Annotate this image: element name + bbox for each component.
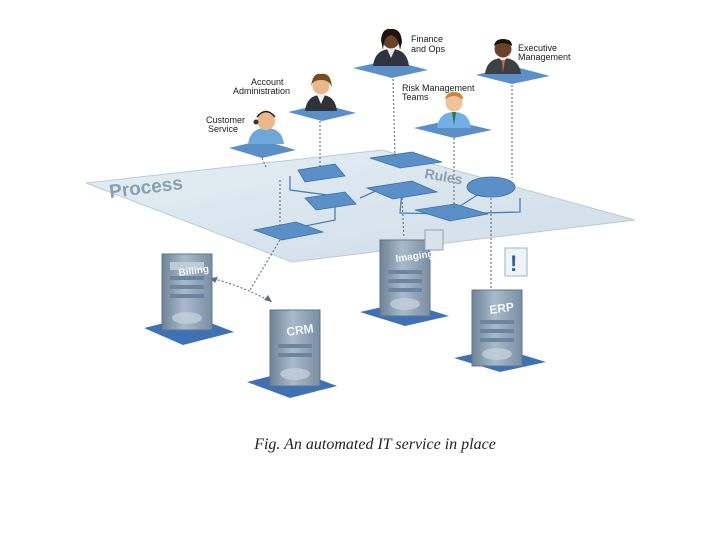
system-label-crm: CRM	[285, 321, 314, 339]
system-label-erp: ERP	[488, 300, 514, 317]
role-platforms	[229, 60, 550, 158]
role-labels: Customer Service Account Administration …	[206, 34, 571, 134]
process-node	[365, 180, 439, 200]
role-connectors	[261, 78, 513, 208]
process-node	[304, 191, 357, 211]
server-crm	[269, 309, 321, 387]
svg-text:!: !	[510, 251, 517, 276]
system-label-imaging: Imaging	[395, 249, 435, 265]
server-billing	[161, 253, 213, 331]
process-node-decision	[466, 176, 516, 198]
process-node	[252, 221, 325, 241]
role-label-customer-service: Customer Service	[206, 115, 248, 134]
arrow-head	[264, 295, 272, 302]
person-avatar-risk-management	[437, 92, 471, 128]
process-plane	[85, 149, 636, 263]
process-node	[297, 163, 346, 183]
alert-icon: !	[504, 247, 528, 277]
process-node	[369, 151, 443, 169]
role-label-executive: Executive Management	[518, 43, 571, 62]
system-label-billing: Billing	[178, 264, 210, 279]
role-label-finance-ops: Finance and Ops	[411, 34, 446, 54]
figure-caption: Fig. An automated IT service in place	[254, 436, 496, 453]
server-erp	[471, 289, 523, 367]
process-nodes	[252, 151, 516, 241]
imaging-document-icon	[424, 229, 444, 251]
role-label-account-admin: Account Administration	[233, 77, 290, 96]
person-avatar-account-admin	[305, 73, 337, 111]
server-imaging	[379, 229, 444, 317]
person-avatar-finance-ops	[373, 28, 409, 66]
process-node	[414, 203, 489, 222]
role-label-risk-management: Risk Management Teams	[402, 83, 477, 102]
person-avatar-customer-service	[248, 110, 284, 144]
person-avatar-executive	[485, 39, 521, 74]
system-labels: Billing CRM Imaging ERP	[178, 249, 515, 339]
